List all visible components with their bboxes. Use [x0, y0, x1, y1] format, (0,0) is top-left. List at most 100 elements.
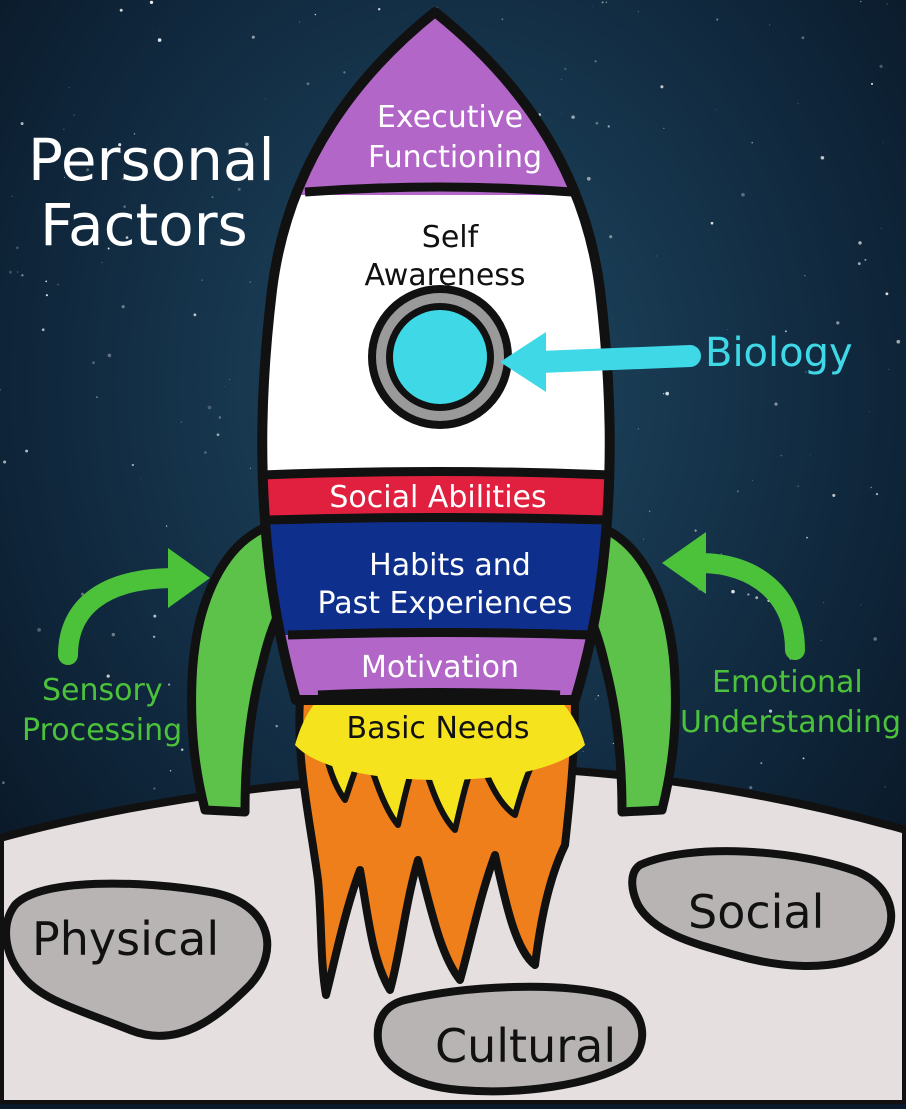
star [133, 133, 136, 135]
title-line-1: Personal [28, 126, 275, 194]
star [820, 156, 825, 160]
label-habits-2: Past Experiences [318, 586, 573, 621]
star [768, 709, 773, 713]
star [797, 485, 799, 487]
section-habits [262, 520, 610, 635]
star [780, 454, 783, 457]
star [45, 280, 48, 283]
star [560, 79, 562, 81]
star [111, 632, 116, 637]
star [193, 313, 197, 317]
star [229, 378, 231, 380]
star [870, 486, 873, 489]
star [131, 463, 135, 467]
star [857, 262, 861, 266]
star [25, 449, 29, 453]
star [882, 141, 884, 143]
star [597, 695, 599, 697]
star [180, 748, 184, 751]
star [501, 18, 504, 21]
star [299, 21, 300, 23]
star [801, 36, 805, 40]
star [17, 271, 19, 273]
label-habits-1: Habits and [369, 548, 531, 583]
star [37, 628, 41, 632]
sensory-arrow [58, 548, 210, 665]
star [249, 281, 252, 283]
star [314, 13, 317, 16]
star [836, 321, 840, 325]
star [169, 770, 172, 772]
star [612, 742, 614, 745]
star [224, 385, 226, 387]
star [595, 698, 597, 700]
star [251, 35, 255, 39]
star [560, 113, 562, 115]
star [107, 353, 112, 358]
star [797, 102, 799, 104]
section-dividers [261, 182, 613, 700]
star [820, 640, 822, 642]
star [715, 108, 717, 110]
label-social: Social [688, 885, 824, 939]
star [152, 635, 156, 639]
star [377, 7, 381, 11]
star [805, 371, 807, 373]
star [601, 1, 604, 4]
star [888, 369, 890, 370]
star [16, 246, 19, 250]
star [595, 121, 599, 125]
star [665, 391, 670, 396]
label-cultural: Cultural [435, 1019, 616, 1073]
star [123, 205, 126, 209]
star [752, 480, 754, 481]
star [153, 614, 157, 618]
star [101, 262, 103, 263]
star [868, 411, 870, 412]
star [736, 490, 740, 493]
star [741, 192, 745, 197]
label-basic-needs: Basic Needs [347, 711, 530, 746]
star [45, 294, 48, 297]
star [809, 454, 811, 456]
star [784, 330, 787, 333]
label-sensory-2: Processing [22, 713, 182, 748]
star [41, 328, 45, 332]
star [119, 8, 123, 12]
star [886, 3, 888, 5]
star [749, 786, 753, 790]
star [9, 270, 12, 274]
label-self-1: Self [422, 220, 480, 255]
label-emotional-2: Understanding [680, 705, 901, 740]
porthole-glass [393, 310, 487, 404]
star [275, 724, 278, 728]
star [876, 714, 878, 716]
star [122, 178, 125, 181]
star [656, 255, 658, 257]
star [720, 553, 722, 555]
star [594, 60, 597, 63]
star [726, 329, 728, 331]
star [201, 279, 203, 281]
star [237, 187, 241, 191]
star [11, 195, 13, 197]
star [637, 428, 639, 430]
star [63, 176, 66, 178]
star [267, 164, 269, 165]
star [832, 493, 836, 497]
star [751, 141, 754, 144]
label-physical: Physical [32, 912, 219, 966]
star [710, 221, 714, 225]
label-executive-1: Executive [377, 100, 523, 135]
star [245, 142, 249, 146]
star [858, 241, 862, 245]
section-motivation [262, 635, 610, 695]
star [571, 115, 575, 119]
star [0, 388, 2, 391]
star [63, 128, 65, 130]
star [806, 536, 808, 539]
star [875, 493, 879, 496]
star [637, 11, 639, 13]
star [96, 396, 98, 399]
star [860, 604, 862, 606]
